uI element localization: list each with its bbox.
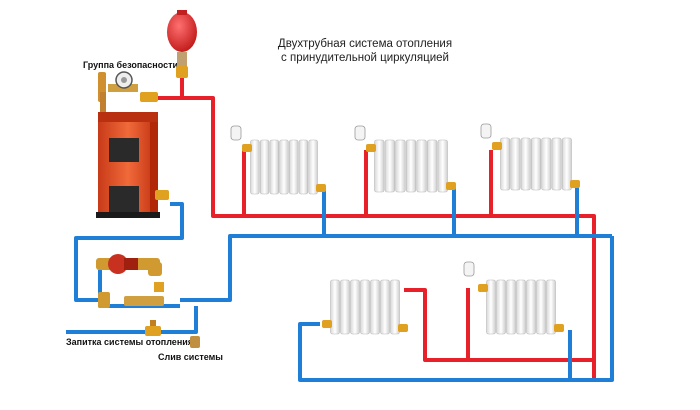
radiator-section <box>506 279 516 335</box>
radiator-section <box>536 279 546 335</box>
boiler-return <box>74 202 184 302</box>
radiator-section <box>259 139 270 195</box>
radiator-section <box>279 139 289 195</box>
radiator-section <box>526 279 536 335</box>
radiator-section <box>360 279 370 335</box>
radiator-valve <box>322 320 332 328</box>
radiator-section <box>308 139 318 195</box>
radiator-section <box>520 137 531 191</box>
return-pipes <box>66 182 614 382</box>
safety-group <box>98 71 158 112</box>
radiator-section <box>516 279 526 335</box>
return-right <box>298 236 614 382</box>
radiator-section <box>340 279 350 335</box>
radiator-valve <box>366 144 376 152</box>
boiler <box>96 112 169 218</box>
radiator-section <box>380 279 390 335</box>
fill-line <box>66 306 198 334</box>
radiator-section <box>269 139 279 195</box>
fill-valve <box>145 320 161 336</box>
radiator-valve <box>398 324 408 332</box>
radiator-section <box>395 139 406 193</box>
expansion-tank <box>167 10 197 78</box>
title-line-2: с принудительной циркуляцией <box>281 52 449 64</box>
radiator-valve <box>446 182 456 190</box>
thermostatic-head <box>230 125 242 141</box>
drain-label: Слив системы <box>158 352 223 362</box>
return-main <box>180 234 612 302</box>
radiator-valve <box>570 180 580 188</box>
radiator-section <box>330 279 340 335</box>
radiator <box>354 125 456 193</box>
radiator-section <box>500 137 511 191</box>
radiator-section <box>496 279 506 335</box>
radiator-valve <box>478 284 488 292</box>
fill-label: Запитка системы отопления <box>66 337 194 347</box>
radiator-valve <box>554 324 564 332</box>
thermostatic-head <box>463 261 475 277</box>
radiator-section <box>384 139 395 193</box>
title-line-1: Двухтрубная система отопления <box>277 38 453 50</box>
radiator-section <box>298 139 309 195</box>
radiator-section <box>416 139 427 193</box>
radiator-section <box>486 279 496 335</box>
radiator <box>230 125 326 195</box>
radiator-section <box>561 137 572 191</box>
radiator-section <box>427 139 438 193</box>
radiator-section <box>541 137 552 191</box>
radiator <box>480 123 580 191</box>
diagram-title: Двухтрубная система отопления с принудит… <box>240 37 490 65</box>
thermostatic-head <box>480 123 492 139</box>
radiators <box>230 123 580 335</box>
circulation-pump <box>96 254 164 308</box>
radiator-section <box>390 279 400 335</box>
radiator-section <box>437 139 448 193</box>
radiator-section <box>546 279 556 335</box>
radiator-section <box>250 139 260 195</box>
radiator-section <box>350 279 360 335</box>
radiator-valve <box>242 144 252 152</box>
thermostatic-head <box>354 125 366 141</box>
radiator-section <box>510 137 521 191</box>
radiator-valve <box>316 184 326 192</box>
radiator-section <box>289 139 299 195</box>
radiator-section <box>551 137 562 191</box>
radiator-section <box>370 279 380 335</box>
radiator <box>463 261 564 335</box>
radiator-section <box>374 139 385 193</box>
radiator <box>322 279 408 335</box>
radiator-section <box>531 137 541 191</box>
supply-rad4 <box>404 288 594 362</box>
radiator-section <box>405 139 417 193</box>
drain-valve <box>190 336 200 348</box>
radiator-valve <box>492 142 502 150</box>
safety-group-label: Группа безопасности <box>83 60 179 70</box>
